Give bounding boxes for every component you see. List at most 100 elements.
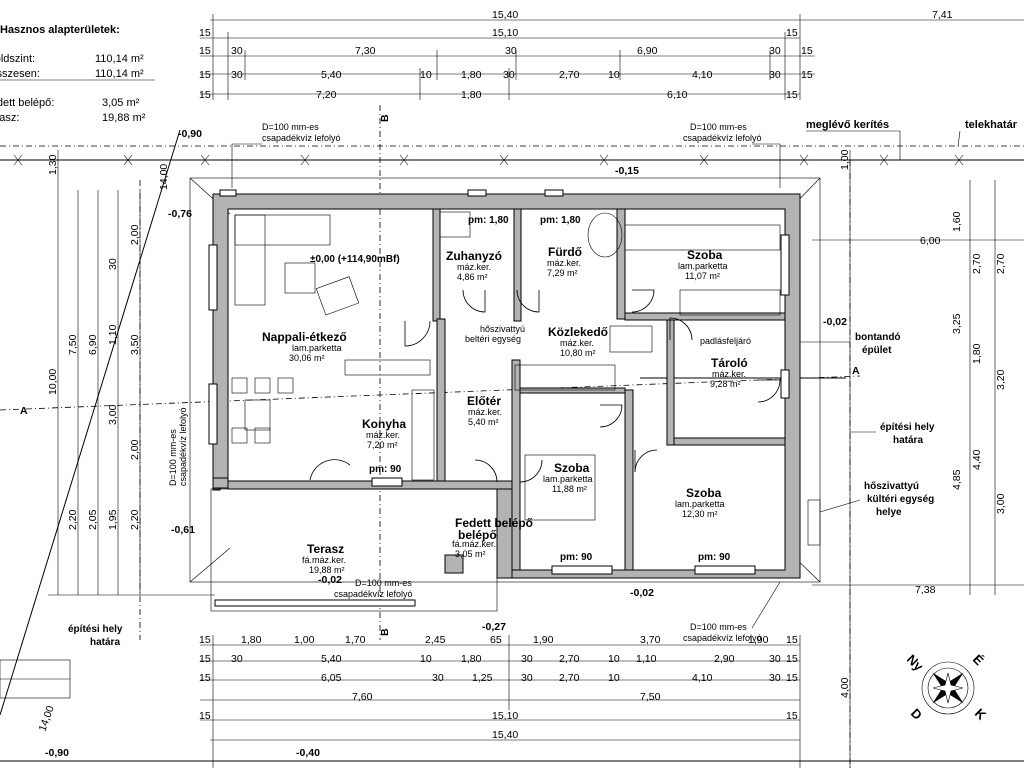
dim: 2,20 xyxy=(67,509,79,530)
dim: 3,50 xyxy=(129,334,141,355)
level: -0,02 xyxy=(823,316,847,328)
interior-wall xyxy=(624,312,786,321)
level: -0,61 xyxy=(171,524,195,536)
room-area: 4,86 m² xyxy=(457,272,488,282)
room-name: Konyha xyxy=(362,417,406,431)
level-main: ±0,00 (+114,90mBf) xyxy=(310,254,400,265)
dim: 2,70 xyxy=(995,253,1007,274)
dim: 5,40 xyxy=(321,69,342,81)
dim: 1,80 xyxy=(241,634,262,646)
dim: 2,70 xyxy=(971,253,983,274)
downpipe-note: csapadékvíz lefolyó xyxy=(334,589,413,599)
interior-wall xyxy=(673,437,786,446)
downpipe-note: D=100 mm-es xyxy=(355,578,412,588)
section-line-b-top: B B xyxy=(379,105,391,640)
plot-boundary-line xyxy=(0,129,181,716)
room-name: Nappali-étkező xyxy=(262,330,347,344)
level: -0,15 xyxy=(615,165,639,177)
heat-pump-outer: hőszivattyú xyxy=(864,481,919,492)
dim: 30 xyxy=(503,69,515,81)
window xyxy=(694,565,756,575)
annotations: ±0,00 (+114,90mBf) D=100 mm-es csapadékv… xyxy=(45,122,935,759)
window xyxy=(208,244,218,311)
dim: 1,80 xyxy=(971,343,983,364)
room-area: 10,80 m² xyxy=(560,348,596,358)
dim: 15 xyxy=(786,672,798,684)
room-floor: lam.parketta xyxy=(675,499,725,509)
dim: 30 xyxy=(505,45,517,57)
left-dimension-chains xyxy=(48,150,215,596)
attic-access: padlásfeljáró xyxy=(700,336,751,346)
interior-wall xyxy=(624,389,634,571)
dim: 2,20 xyxy=(129,509,141,530)
dim: 30 xyxy=(769,45,781,57)
dim: 15 xyxy=(786,634,798,646)
doors xyxy=(309,289,781,483)
room-floor: lam.parketta xyxy=(678,261,728,271)
build-limit-label: határa xyxy=(90,637,120,648)
area-row-label: Fedett belépő: xyxy=(0,97,54,109)
level: -0,02 xyxy=(630,587,654,599)
room-name-line2: belépő xyxy=(458,528,497,542)
room-area: 11,07 m² xyxy=(685,271,720,281)
downpipe-note: D=100 mm-es xyxy=(690,122,747,132)
room-name: Tároló xyxy=(711,356,748,370)
room-floor: lam.parketta xyxy=(292,343,342,353)
room-name: Terasz xyxy=(307,542,344,556)
downpipe-note: csapadékvíz lefolyó xyxy=(262,133,341,143)
downpipe-note: D=100 mm-es xyxy=(262,122,319,132)
interior-wall xyxy=(432,208,441,322)
room-area: 5,40 m² xyxy=(468,417,499,427)
dim: 10 xyxy=(608,653,620,665)
room-floor: máz.ker. xyxy=(712,369,746,379)
room-area: 30,06 m² xyxy=(289,353,325,363)
dim: 15 xyxy=(199,89,211,101)
dim: 1,25 xyxy=(472,672,493,684)
compass-rose: Ny É D K xyxy=(904,652,990,724)
dim: 15 xyxy=(199,653,211,665)
parapet-height: pm: 90 xyxy=(560,552,593,563)
room-name: Szoba xyxy=(554,461,590,475)
dim: 15 xyxy=(199,45,211,57)
dim: 30 xyxy=(521,672,533,684)
dim: 1,00 xyxy=(839,149,851,170)
dim: 10 xyxy=(608,69,620,81)
interior-wall xyxy=(436,318,446,488)
heat-pump-outer: helye xyxy=(876,507,902,518)
section-b-label: B xyxy=(379,628,391,636)
dim: 6,10 xyxy=(667,89,688,101)
dim: 15 xyxy=(199,69,211,81)
area-row-label: Terasz: xyxy=(0,112,19,124)
dim: 15 xyxy=(801,69,813,81)
parapet-height: pm: 1,80 xyxy=(468,215,509,226)
demolish-label: épület xyxy=(862,345,892,356)
dim: 30 xyxy=(231,69,243,81)
window xyxy=(544,189,564,197)
room-floor: máz.ker. xyxy=(547,258,581,268)
room-floor: fá.máz.ker. xyxy=(302,555,346,565)
dim: 30 xyxy=(521,653,533,665)
dim: 30 xyxy=(107,258,119,270)
area-row-value: 110,14 m² xyxy=(95,68,144,80)
window xyxy=(208,383,218,445)
build-limit-label: építési hely xyxy=(880,422,935,433)
compass-label: É xyxy=(970,652,987,669)
heat-pump-inner: beltéri egység xyxy=(465,334,521,344)
dim: 7,30 xyxy=(355,45,376,57)
dim: 10 xyxy=(608,672,620,684)
dim: 65 xyxy=(490,634,502,646)
build-limit-label: határa xyxy=(893,435,923,446)
dim: 10 xyxy=(420,69,432,81)
right-dimension-chains xyxy=(812,150,1024,768)
dim: 1,10 xyxy=(636,653,657,665)
interior-wall xyxy=(496,488,513,579)
parapet-height: pm: 90 xyxy=(698,552,731,563)
dim: 5,40 xyxy=(321,653,342,665)
window xyxy=(780,369,790,399)
dim: 10 xyxy=(420,653,432,665)
room-floor: máz.ker. xyxy=(560,338,594,348)
interior-wall xyxy=(616,208,626,320)
dim: 6,90 xyxy=(637,45,658,57)
dim: 2,00 xyxy=(129,439,141,460)
section-a-label: A xyxy=(852,365,860,377)
